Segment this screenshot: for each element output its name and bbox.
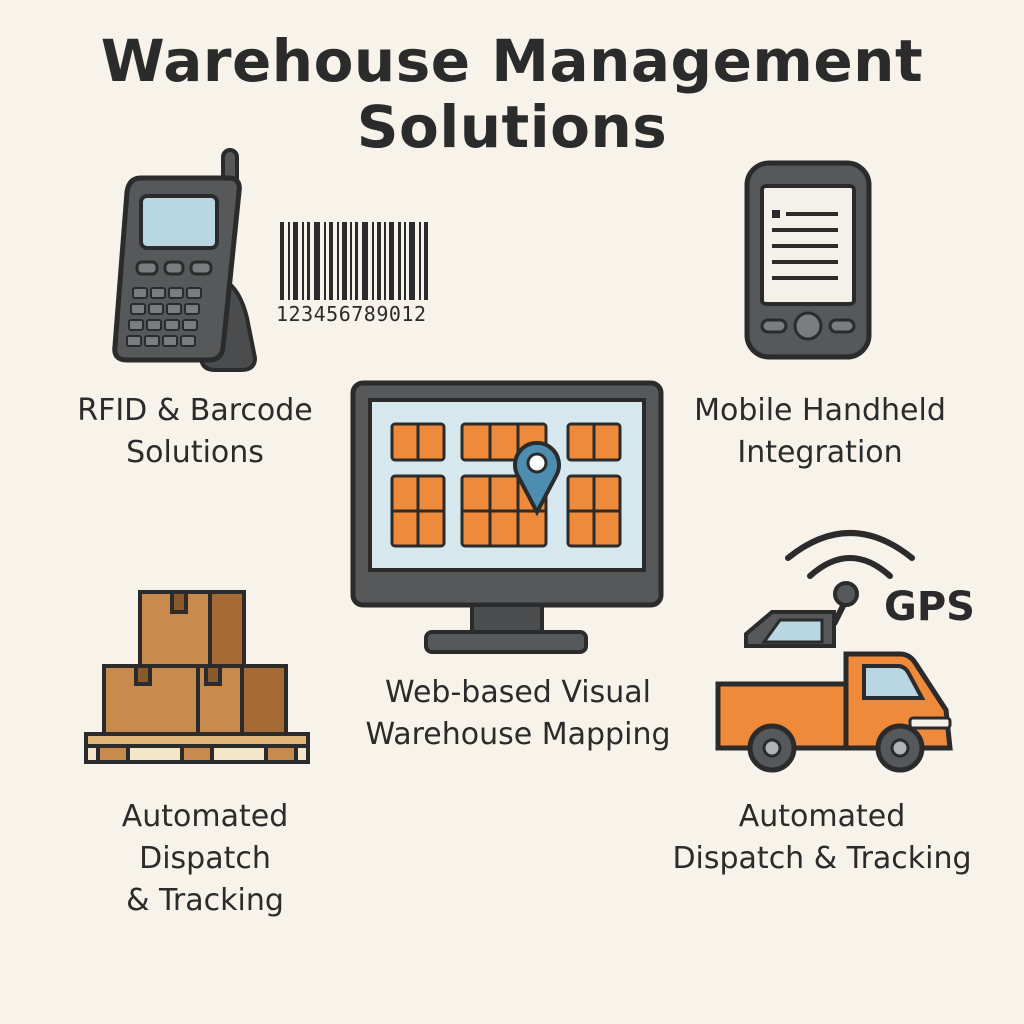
boxes-caption: Automated Dispatch & Tracking [60, 796, 350, 922]
web-caption: Web-based Visual Warehouse Mapping [340, 672, 696, 756]
rfid-caption-line-2: Solutions [126, 435, 264, 470]
web-caption-line-1: Web-based Visual [385, 675, 651, 710]
handheld-scanner-icon [112, 148, 258, 372]
boxes-caption-line-3: & Tracking [126, 883, 284, 918]
truck-caption: Automated Dispatch & Tracking [660, 796, 984, 880]
monitor-map-icon [350, 380, 664, 654]
mobile-caption: Mobile Handheld Integration [660, 390, 980, 474]
location-pin-icon [513, 440, 561, 517]
boxes-caption-line-2: Dispatch [139, 841, 271, 876]
stacked-boxes-pallet-icon [84, 590, 310, 764]
web-caption-line-2: Warehouse Mapping [365, 717, 671, 752]
mobile-caption-line-2: Integration [737, 435, 903, 470]
mobile-caption-line-1: Mobile Handheld [694, 393, 946, 428]
title-line-2: Solutions [356, 93, 668, 161]
boxes-caption-line-1: Automated [121, 799, 289, 834]
delivery-truck-icon [715, 610, 953, 773]
rfid-caption: RFID & Barcode Solutions [40, 390, 350, 474]
mobile-device-icon [744, 160, 872, 360]
truck-caption-line-1: Automated [738, 799, 906, 834]
truck-caption-line-2: Dispatch & Tracking [672, 841, 972, 876]
rfid-caption-line-1: RFID & Barcode [77, 393, 313, 428]
barcode-icon [280, 222, 428, 300]
page-title: Warehouse Management Solutions [0, 28, 1024, 160]
gps-label: GPS [884, 584, 975, 630]
barcode-number: 123456789012 [276, 302, 427, 326]
title-line-1: Warehouse Management [100, 27, 924, 95]
